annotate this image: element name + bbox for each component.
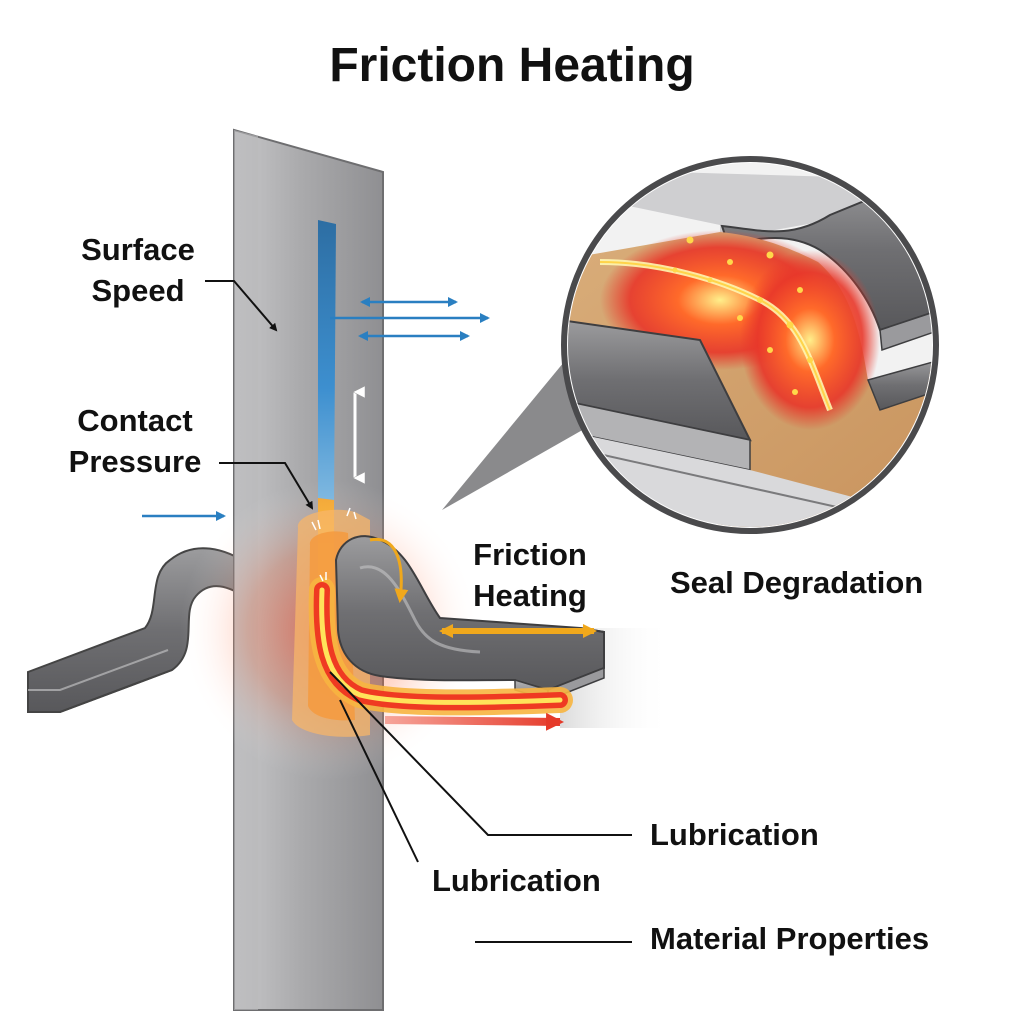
label-contact-pressure: Contact Pressure [45,400,225,482]
label-surface-speed-line1: Surface [81,232,195,267]
spark-marks [311,507,357,582]
label-friction-heating: Friction Heating [440,534,620,616]
label-lubrication-bottom: Lubrication [432,863,601,898]
outflow-arrow [384,712,564,731]
label-seal-degradation: Seal Degradation [670,565,924,600]
heat-channel [308,577,573,716]
zoom-callout-cone [442,345,600,510]
label-friction-heating-line1: Friction [473,537,587,572]
label-surface-speed-line2: Speed [91,273,185,308]
label-contact-pressure-line2: Pressure [68,444,202,479]
label-surface-speed: Surface Speed [58,229,218,311]
surface-speed-arrows [330,297,490,341]
label-friction-heating-line2: Heating [473,578,587,613]
label-material-properties: Material Properties [650,921,930,956]
leader-lines [205,280,632,943]
label-contact-pressure-line1: Contact [77,403,193,438]
diagram-title: Friction Heating [329,39,695,92]
lip-flow-arrow [369,537,409,603]
label-lubrication-right: Lubrication [650,817,819,852]
seal-degradation-zoom [561,156,939,534]
